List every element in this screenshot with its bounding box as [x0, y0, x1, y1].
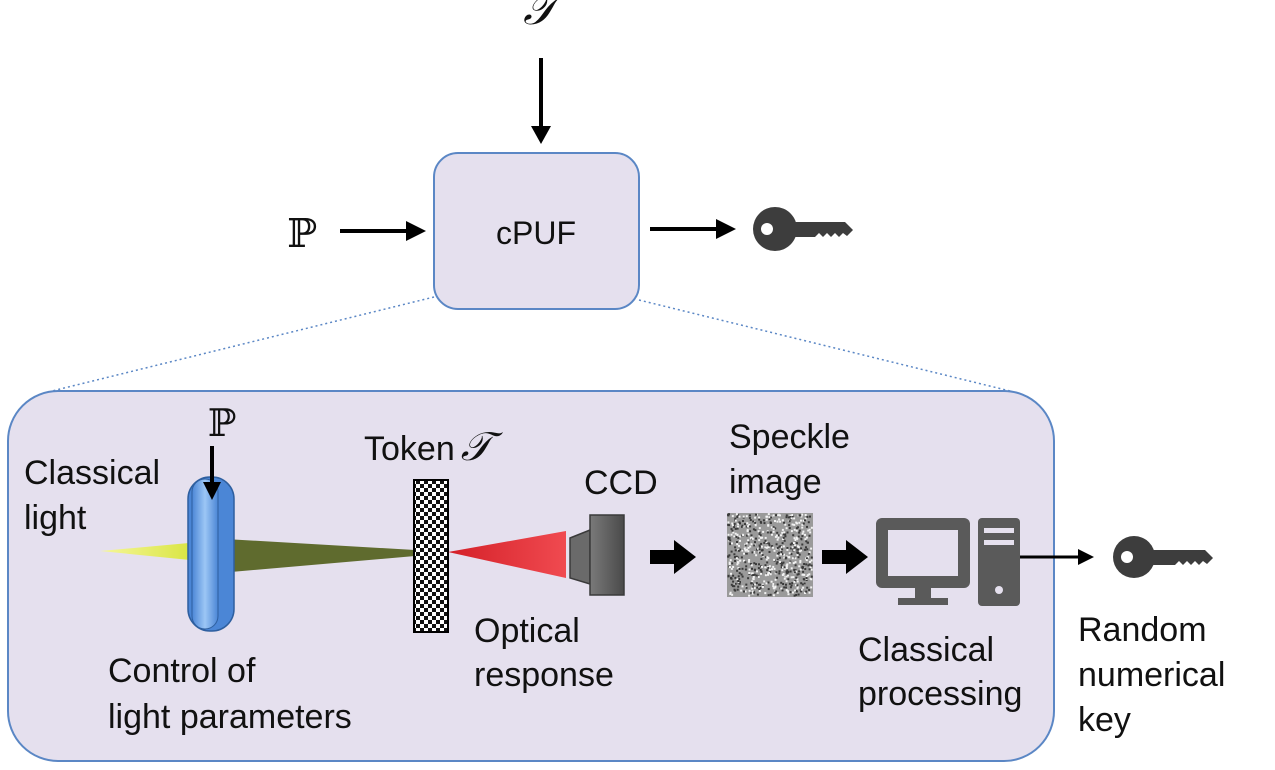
- input-beam: [100, 542, 200, 561]
- optical-response-beam: [448, 531, 566, 578]
- output-key-label: Random numerical key: [1078, 611, 1235, 739]
- key-icon: [753, 207, 853, 251]
- arrow-icon: [340, 221, 426, 241]
- speckle-label: Speckle image: [729, 418, 859, 501]
- token-label: Token 𝒯: [364, 424, 504, 470]
- token-icon: [413, 479, 449, 633]
- controlled-beam: [208, 538, 415, 574]
- computer-icon: [876, 518, 1020, 606]
- key-icon: [1113, 536, 1213, 578]
- parameter-symbol-detail: ℙ: [208, 401, 237, 445]
- ccd-label: CCD: [584, 464, 658, 502]
- arrow-icon: [650, 219, 736, 239]
- detail-box: [7, 390, 1055, 762]
- cpuf-box: [433, 152, 640, 310]
- cpuf-label: cPUF: [496, 215, 576, 251]
- zoom-line-left: [51, 296, 435, 392]
- token-symbol-top: 𝒯: [523, 0, 570, 35]
- camera-icon: [569, 514, 625, 596]
- arrow-icon: [1020, 549, 1094, 565]
- zoom-line-right: [638, 299, 1011, 392]
- lens-icon: [187, 476, 235, 632]
- processing-label: Classical processing: [858, 631, 1022, 713]
- speckle-icon: [727, 513, 813, 597]
- arrow-icon: [531, 58, 551, 144]
- input-light-label: Classical light: [24, 454, 170, 537]
- lens-caption: Control of light parameters: [108, 652, 352, 736]
- parameter-symbol-top: ℙ: [287, 211, 317, 257]
- arrow-icon: [203, 446, 221, 500]
- arrow-icon: [822, 540, 868, 574]
- arrow-icon: [650, 540, 696, 574]
- optical-response-label: Optical response: [474, 612, 614, 694]
